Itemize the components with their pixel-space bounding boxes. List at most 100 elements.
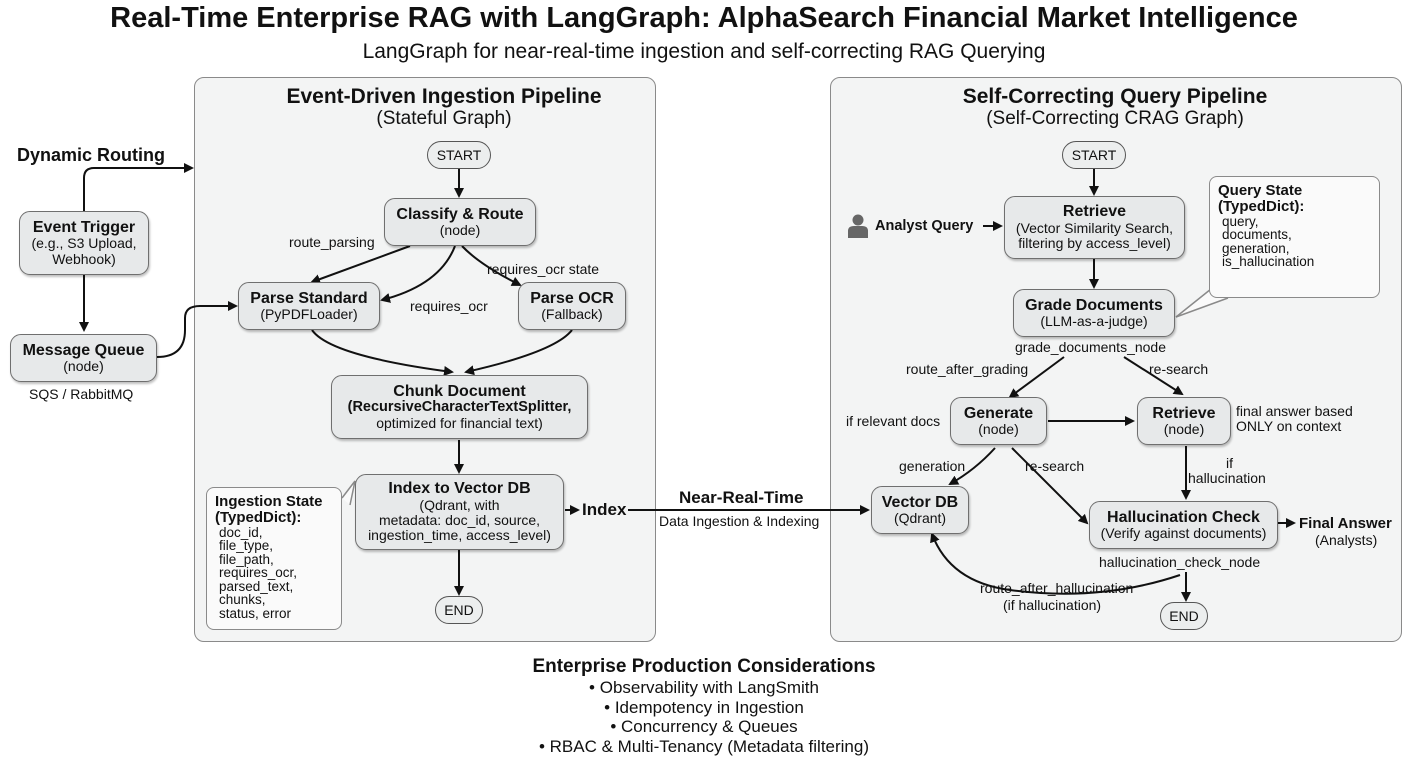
ingestion-state-pointer [341, 480, 356, 506]
grade-documents-node-label: grade_documents_node [1015, 339, 1167, 355]
ingestion-state-field: chunks, [219, 592, 266, 607]
index-vector-db-sub3: ingestion_time, access_level) [368, 527, 551, 544]
query-state-field: is_hallucination [1222, 254, 1315, 269]
retrieve-sub2: filtering by access_level) [1018, 235, 1171, 252]
analyst-query-label: Analyst Query [875, 218, 974, 234]
ingestion-panel-subtitle: (Stateful Graph) [376, 108, 512, 129]
considerations-item: • Concurrency & Queues [610, 717, 798, 737]
classify-route-title: Classify & Route [396, 205, 524, 223]
index-vector-db-sub1: (Qdrant, with [419, 496, 500, 513]
grade-documents-sub: (LLM-as-a-judge) [1040, 313, 1148, 330]
arrow-parse-standard-to-chunk [311, 329, 454, 376]
arrow-classify-requires-ocr [380, 245, 456, 303]
final-answer-label: Final Answer [1299, 515, 1392, 532]
if-hallucination-label-1: if [1226, 455, 1233, 471]
grade-documents-title: Grade Documents [1025, 296, 1163, 314]
parse-standard-sub: (PyPDFLoader) [260, 306, 358, 323]
diagram-subtitle: LangGraph for near-real-time ingestion a… [362, 40, 1046, 63]
chunk-document-title: Chunk Document [393, 382, 526, 400]
ingestion-state-title2: (TypedDict): [215, 508, 302, 526]
parse-ocr-sub: (Fallback) [541, 306, 603, 323]
vector-db-node[interactable]: Vector DB (Qdrant) [871, 486, 969, 534]
ingestion-end-node[interactable]: END [435, 596, 483, 624]
generate-node[interactable]: Generate (node) [950, 397, 1047, 445]
chunk-document-sub1: (RecursiveCharacterTextSplitter, [347, 399, 572, 416]
arrow-generate-to-vector-db [948, 447, 996, 485]
data-ingestion-label: Data Ingestion & Indexing [659, 513, 820, 529]
route-after-grading-label: route_after_grading [906, 361, 1029, 377]
ingestion-state-field: status, error [219, 605, 292, 621]
event-trigger-node[interactable]: Event Trigger (e.g., S3 Upload, Webhook) [19, 211, 149, 275]
person-icon [848, 214, 868, 238]
classify-route-node[interactable]: Classify & Route (node) [384, 198, 536, 246]
retrieve-sub1: (Vector Similarity Search, [1015, 219, 1174, 236]
index-vector-db-node[interactable]: Index to Vector DB (Qdrant, with metadat… [355, 474, 564, 550]
ingestion-state-box: Ingestion State (TypedDict): doc_id, fil… [206, 487, 342, 630]
considerations-item: • Idempotency in Ingestion [604, 697, 804, 717]
retrieve-2-sub: (node) [1163, 421, 1205, 438]
arrow-classify-to-parse-ocr [461, 245, 522, 286]
if-hallucination-label-2: hallucination [1188, 470, 1266, 486]
re-search-mid-label: re-search [1025, 458, 1085, 474]
query-panel-subtitle: (Self-Correcting CRAG Graph) [986, 108, 1244, 129]
retrieve-2-title: Retrieve [1152, 404, 1216, 422]
route-parsing-label: route_parsing [289, 234, 375, 250]
ingestion-state-field: file_path, [219, 551, 274, 567]
vector-db-title: Vector DB [881, 493, 959, 511]
chunk-document-node[interactable]: Chunk Document (RecursiveCharacterTextSp… [331, 375, 588, 439]
arrow-parse-ocr-to-chunk [464, 329, 573, 376]
arrow-queue-to-parse [156, 301, 238, 358]
query-state-field: generation, [1222, 240, 1290, 256]
hallucination-check-sub: (Verify against documents) [1100, 525, 1267, 542]
ingestion-state-title1: Ingestion State [215, 493, 323, 510]
query-state-field: query, [1222, 213, 1259, 229]
index-vector-db-title: Index to Vector DB [388, 480, 531, 498]
arrow-generate-to-halluc [1011, 447, 1089, 525]
grade-documents-node[interactable]: Grade Documents (LLM-as-a-judge) [1013, 289, 1175, 337]
re-search-top-label: re-search [1149, 361, 1209, 377]
message-queue-sub: (node) [63, 358, 104, 375]
ingestion-state-field: doc_id, [219, 524, 263, 540]
query-start-node[interactable]: START [1062, 141, 1126, 169]
diagram-title: Real-Time Enterprise RAG with LangGraph:… [110, 2, 1298, 34]
hallucination-check-node-label: hallucination_check_node [1099, 554, 1261, 570]
analysts-label: (Analysts) [1315, 532, 1378, 548]
query-panel-title: Self-Correcting Query Pipeline [962, 85, 1268, 108]
route-after-hallucination-sub: (if hallucination) [1003, 597, 1102, 613]
arrow-trigger-to-ingestion [83, 163, 194, 212]
query-state-field: documents, [1222, 227, 1292, 242]
retrieve-node-2[interactable]: Retrieve (node) [1137, 397, 1231, 445]
queue-caption: SQS / RabbitMQ [29, 386, 134, 402]
chunk-document-sub2: optimized for financial text) [376, 415, 543, 432]
retrieve-node[interactable]: Retrieve (Vector Similarity Search, filt… [1004, 196, 1185, 259]
retrieve-title: Retrieve [1062, 203, 1127, 221]
index-label: Index [582, 500, 627, 519]
vector-db-sub: (Qdrant) [893, 510, 947, 527]
arrow-classify-to-parse-standard [310, 245, 411, 284]
query-state-box: Query State (TypedDict): query, document… [1209, 176, 1380, 298]
message-queue-node[interactable]: Message Queue (node) [10, 334, 157, 382]
ingestion-state-field: parsed_text, [219, 578, 294, 594]
index-vector-db-sub2: metadata: doc_id, source, [378, 512, 541, 529]
parse-ocr-node[interactable]: Parse OCR (Fallback) [518, 282, 626, 330]
ingestion-panel-title: Event-Driven Ingestion Pipeline [286, 85, 602, 108]
ingestion-start-node[interactable]: START [427, 141, 491, 169]
hallucination-check-node[interactable]: Hallucination Check (Verify against docu… [1089, 501, 1278, 549]
ingestion-state-field: file_type, [219, 538, 274, 553]
considerations-item: • Observability with LangSmith [589, 678, 819, 697]
final-answer-note-1: final answer based [1236, 403, 1353, 419]
query-state-title1: Query State [1218, 182, 1303, 199]
considerations-title: Enterprise Production Considerations [532, 656, 876, 677]
arrow-halluc-to-vector-db [930, 532, 1181, 595]
arrow-grade-to-retrieve2 [1123, 356, 1184, 396]
parse-standard-node[interactable]: Parse Standard (PyPDFLoader) [238, 282, 380, 330]
if-relevant-docs-label: if relevant docs [846, 413, 941, 429]
query-end-node[interactable]: END [1160, 602, 1208, 630]
requires-ocr-state-label: requires_ocr state [487, 261, 600, 277]
event-trigger-line2: Webhook) [52, 250, 116, 267]
requires-ocr-label: requires_ocr [410, 298, 488, 314]
event-trigger-title: Event Trigger [32, 218, 136, 236]
final-answer-note-2: ONLY on context [1236, 418, 1342, 434]
ingestion-state-field: requires_ocr, [219, 565, 298, 580]
route-after-hallucination-label: route_after_hallucination [980, 580, 1134, 596]
